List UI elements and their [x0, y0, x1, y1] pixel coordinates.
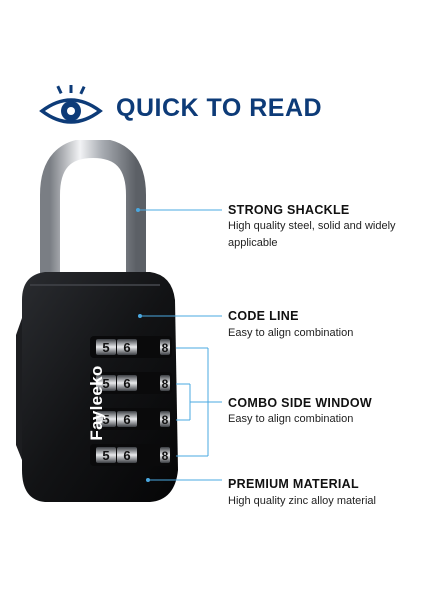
feature-title-strong-shackle: STRONG SHACKLE [228, 203, 350, 217]
feature-title-premium-material: PREMIUM MATERIAL [228, 477, 359, 491]
dial-digit: 6 [123, 340, 130, 355]
dial-digit: 8 [162, 413, 169, 427]
feature-title-code-line: CODE LINE [228, 309, 299, 323]
brand-name: Fayleeko [87, 365, 106, 441]
eye-icon [39, 85, 103, 124]
feature-desc-combo-side-window: Easy to align combination [228, 413, 354, 425]
padlock-image: 5 6 8 5 6 8 5 6 8 5 6 8 [16, 140, 178, 502]
dial-digit: 5 [102, 376, 109, 391]
feature-desc-code-line: Easy to align combination [228, 327, 354, 339]
page-title: QUICK TO READ [116, 94, 323, 122]
dial-digit: 6 [123, 412, 130, 427]
dial-digit: 5 [102, 448, 109, 463]
dial-digit: 6 [123, 376, 130, 391]
feature-desc-premium-material: High quality zinc alloy material [228, 495, 376, 507]
feature-title-combo-side-window: COMBO SIDE WINDOW [228, 396, 372, 410]
dial-digit: 5 [102, 412, 109, 427]
dial-digit: 8 [162, 449, 169, 463]
dial-digit: 8 [162, 377, 169, 391]
dial-digit: 5 [102, 340, 109, 355]
header: QUICK TO READ [0, 0, 424, 130]
feature-desc-strong-shackle: High quality steel, solid and widely app… [228, 220, 396, 249]
combination-dials: 5 6 8 5 6 8 5 6 8 5 6 8 [90, 336, 172, 466]
dial-digit: 8 [162, 341, 169, 355]
dial-digit: 6 [123, 448, 130, 463]
